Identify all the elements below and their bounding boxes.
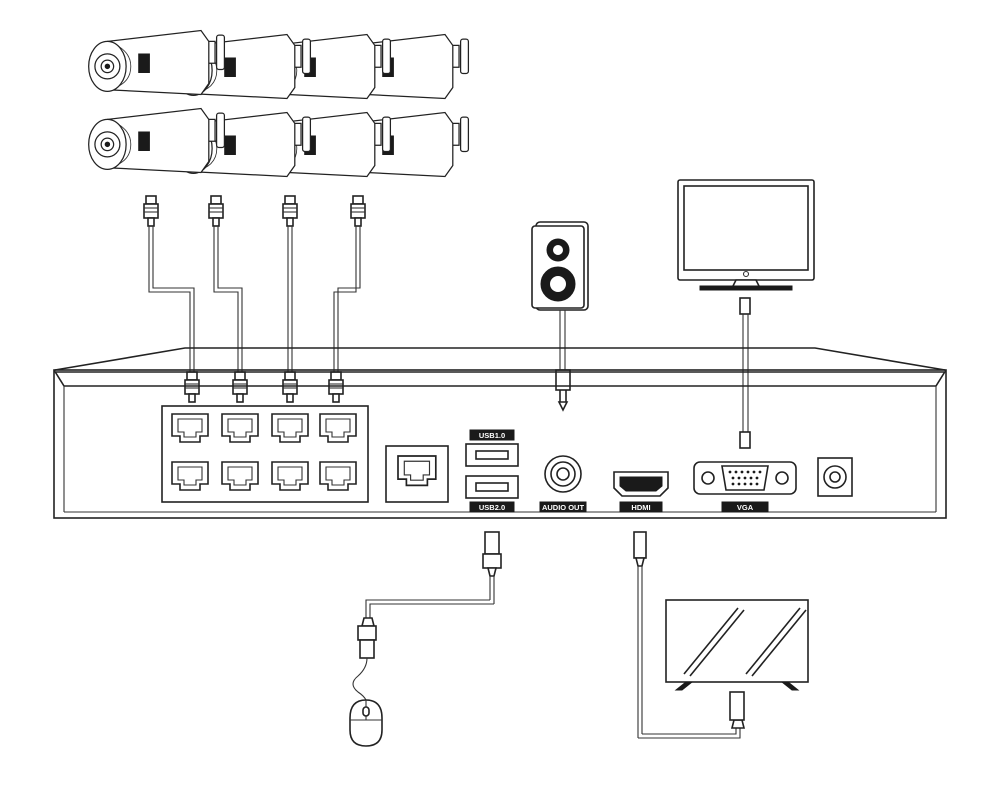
power-port (817, 457, 853, 497)
monitor-icon (677, 179, 815, 449)
audio-out-port: AUDIO OUT (539, 455, 587, 513)
hdmi-label: HDMI (631, 503, 650, 512)
lan-port (385, 445, 449, 503)
usb1-label: USB1.0 (479, 431, 505, 440)
speaker-icon (531, 221, 589, 412)
camera-cables (143, 195, 366, 403)
usb2-label: USB2.0 (479, 503, 505, 512)
camera-group (88, 29, 470, 178)
tv-icon (633, 531, 809, 739)
camera-icon (88, 29, 226, 96)
vga-label: VGA (737, 503, 754, 512)
usb-ports: USB1.0 USB2.0 (465, 429, 519, 513)
vga-port: VGA (693, 461, 797, 513)
nvr-recorder-icon: USB1.0 USB2.0 AUDIO OUT HDMI (53, 347, 947, 519)
camera-icon (88, 107, 226, 174)
mouse-icon (349, 531, 502, 747)
hdmi-port: HDMI (613, 471, 669, 513)
audio-out-label: AUDIO OUT (542, 503, 585, 512)
